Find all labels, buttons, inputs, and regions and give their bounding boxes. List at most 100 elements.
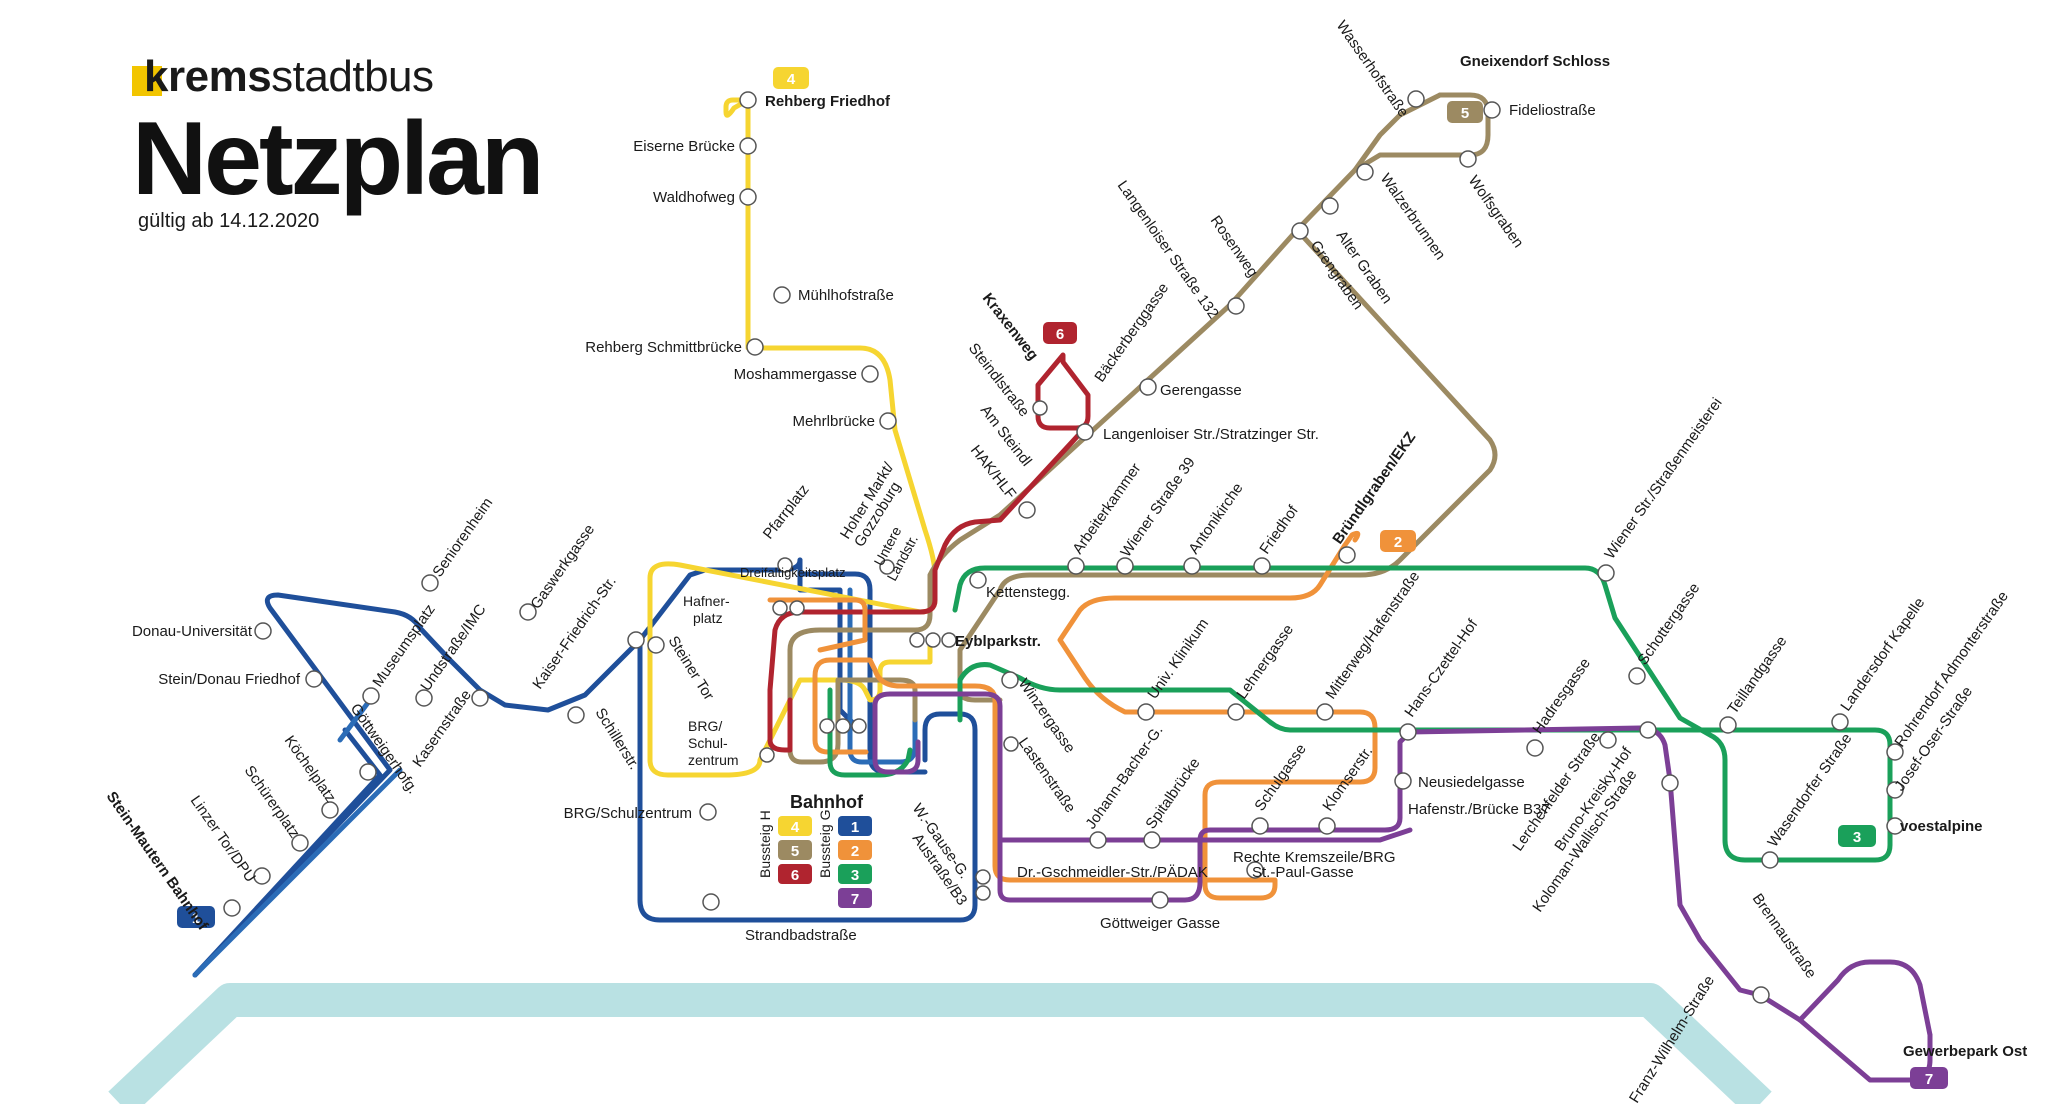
stop-wolfsgraben[interactable] <box>1459 150 1477 168</box>
stop-spitalbruecke[interactable] <box>1143 831 1161 849</box>
stop-schillerstr[interactable] <box>567 706 585 724</box>
stop-wiener-strassenmeisterei[interactable] <box>1597 564 1615 582</box>
stop-seniorenheim[interactable] <box>421 574 439 592</box>
stop-muehlhofstrasse[interactable] <box>773 286 791 304</box>
stop-strandbadstrasse[interactable] <box>702 893 720 911</box>
stop-kasernstrasse[interactable] <box>415 689 433 707</box>
bahnhof-badge-6-label: 6 <box>791 867 799 884</box>
bahnhof-legend: Bahnhof Bussteig H Bussteig G <box>757 792 864 878</box>
stop-wasserhofstrasse[interactable] <box>1407 90 1425 108</box>
label-seniorenheim: Seniorenheim <box>429 495 496 581</box>
stop-am-steindl[interactable] <box>1032 400 1048 416</box>
stop-waldhofweg[interactable] <box>739 188 757 206</box>
stop-rehberg-friedhof[interactable] <box>739 91 757 109</box>
stop-landersdorf-kapelle[interactable] <box>1831 713 1849 731</box>
label-schottergasse: Schottergasse <box>1634 580 1703 668</box>
stop-fideliostrasse[interactable] <box>1483 101 1501 119</box>
stop-bahnhof-3[interactable] <box>851 718 867 734</box>
stop-eyblparkstr-3[interactable] <box>941 632 957 648</box>
stop-koloman-wallisch[interactable] <box>1661 774 1679 792</box>
stop-untere-landstr[interactable] <box>879 559 895 575</box>
label-friedhof: Friedhof <box>1256 502 1302 558</box>
stop-schottergasse[interactable] <box>1628 667 1646 685</box>
stop-lerchenfelder[interactable] <box>1599 731 1617 749</box>
stop-linzer-tor[interactable] <box>253 867 271 885</box>
stop-eyblparkstr-2[interactable] <box>925 632 941 648</box>
stop-alter-graben[interactable] <box>1321 197 1339 215</box>
stop-friedhof[interactable] <box>1253 557 1271 575</box>
stop-gaswerkgasse[interactable] <box>519 603 537 621</box>
stop-w-gause[interactable] <box>975 869 991 885</box>
stop-moshammergasse[interactable] <box>861 365 879 383</box>
stop-bahnhof-2[interactable] <box>835 718 851 734</box>
stop-neusiedelgasse[interactable] <box>1394 772 1412 790</box>
label-rehberg-friedhof: Rehberg Friedhof <box>765 93 891 110</box>
stop-dreifaltigkeitsplatz-1[interactable] <box>777 557 793 573</box>
stop-goettweiger-gasse[interactable] <box>1151 891 1169 909</box>
stop-steiner-tor[interactable] <box>647 636 665 654</box>
stop-hans-czettel[interactable] <box>1399 723 1417 741</box>
stop-josef-oser[interactable] <box>1886 781 1904 799</box>
stop-gerengasse[interactable] <box>1139 378 1157 396</box>
stop-voestalpine[interactable] <box>1886 817 1904 835</box>
stop-rosenweg[interactable] <box>1227 297 1245 315</box>
stop-st-paul[interactable] <box>1246 861 1264 879</box>
stop-undstrasse[interactable] <box>471 689 489 707</box>
stop-rohrendorf[interactable] <box>1886 743 1904 761</box>
stop-eyblparkstr-1[interactable] <box>909 632 925 648</box>
stop-mitterweg[interactable] <box>1316 703 1334 721</box>
stop-austrasse[interactable] <box>975 885 991 901</box>
label-brg-1: BRG/ <box>688 718 722 734</box>
stop-stein-mautern[interactable] <box>223 899 241 917</box>
stop-langenloiser-stratzinger[interactable] <box>1076 423 1094 441</box>
stop-antonikirche[interactable] <box>1183 557 1201 575</box>
label-wasserhofstrasse: Wasserhofstraße <box>1333 18 1412 121</box>
label-bruendlgraben: Bründlgraben/EKZ <box>1329 429 1419 547</box>
stop-eiserne-bruecke[interactable] <box>739 137 757 155</box>
stop-schulgasse[interactable] <box>1251 817 1269 835</box>
stop-stein-donau-friedhof[interactable] <box>305 670 323 688</box>
stop-johann-bacher[interactable] <box>1089 831 1107 849</box>
bahnhof-badge-3 <box>838 864 872 884</box>
stop-kaiser-friedrich[interactable] <box>627 631 645 649</box>
stop-arbeiterkammer[interactable] <box>1067 557 1085 575</box>
stop-lehnergasse[interactable] <box>1227 703 1245 721</box>
line-6-route <box>767 352 1091 753</box>
stop-hafnerplatz-2[interactable] <box>789 600 805 616</box>
stop-bruendlgraben[interactable] <box>1338 546 1356 564</box>
badge-line-2-top-label: 2 <box>1394 534 1402 551</box>
stop-univ-klinikum[interactable] <box>1137 703 1155 721</box>
stop-brg-schulzentrum[interactable] <box>759 747 775 763</box>
label-schulgasse: Schulgasse <box>1251 741 1309 814</box>
stop-bruno-kreisky[interactable] <box>1639 721 1657 739</box>
stop-teillandgasse[interactable] <box>1719 716 1737 734</box>
stop-brg-schulzentrum-south[interactable] <box>699 803 717 821</box>
stop-donau-universitaet[interactable] <box>254 622 272 640</box>
stop-mehrlbruecke[interactable] <box>879 412 897 430</box>
stop-klomserstr[interactable] <box>1318 817 1336 835</box>
stop-hafnerplatz-1[interactable] <box>772 600 788 616</box>
label-mitterweg: Mitterweg/Hafenstraße <box>1322 568 1423 702</box>
brand-logo-square <box>132 66 162 96</box>
stop-wiener-39[interactable] <box>1116 557 1134 575</box>
stop-rehberg-schmittbruecke[interactable] <box>746 338 764 356</box>
badge-line-1-west <box>177 906 215 928</box>
stop-museumsplatz[interactable] <box>362 687 380 705</box>
stop-kettenstegg[interactable] <box>969 571 987 589</box>
stop-hadresgasse[interactable] <box>1526 739 1544 757</box>
line-badges: 4 6 5 2 3 7 1 4 5 6 1 2 3 7 <box>177 67 1948 1089</box>
stop-winzergasse[interactable] <box>1001 671 1019 689</box>
stop-grengraben[interactable] <box>1291 222 1309 240</box>
stop-hak-hlf[interactable] <box>1018 501 1036 519</box>
badge-line-2-top <box>1380 530 1416 552</box>
stop-lastenstrasse[interactable] <box>1003 736 1019 752</box>
label-schuererplatz: Schürerplatz <box>241 763 303 842</box>
stop-wasendorfer[interactable] <box>1761 851 1779 869</box>
stop-bahnhof-1[interactable] <box>819 718 835 734</box>
stop-franz-wilhelm[interactable] <box>1752 986 1770 1004</box>
stop-goettweigerhofg[interactable] <box>359 763 377 781</box>
stop-koechelplatz[interactable] <box>321 801 339 819</box>
brand-suffix: stadtbus <box>271 52 434 101</box>
stop-walzerbrunnen[interactable] <box>1356 163 1374 181</box>
stop-schuererplatz[interactable] <box>291 834 309 852</box>
